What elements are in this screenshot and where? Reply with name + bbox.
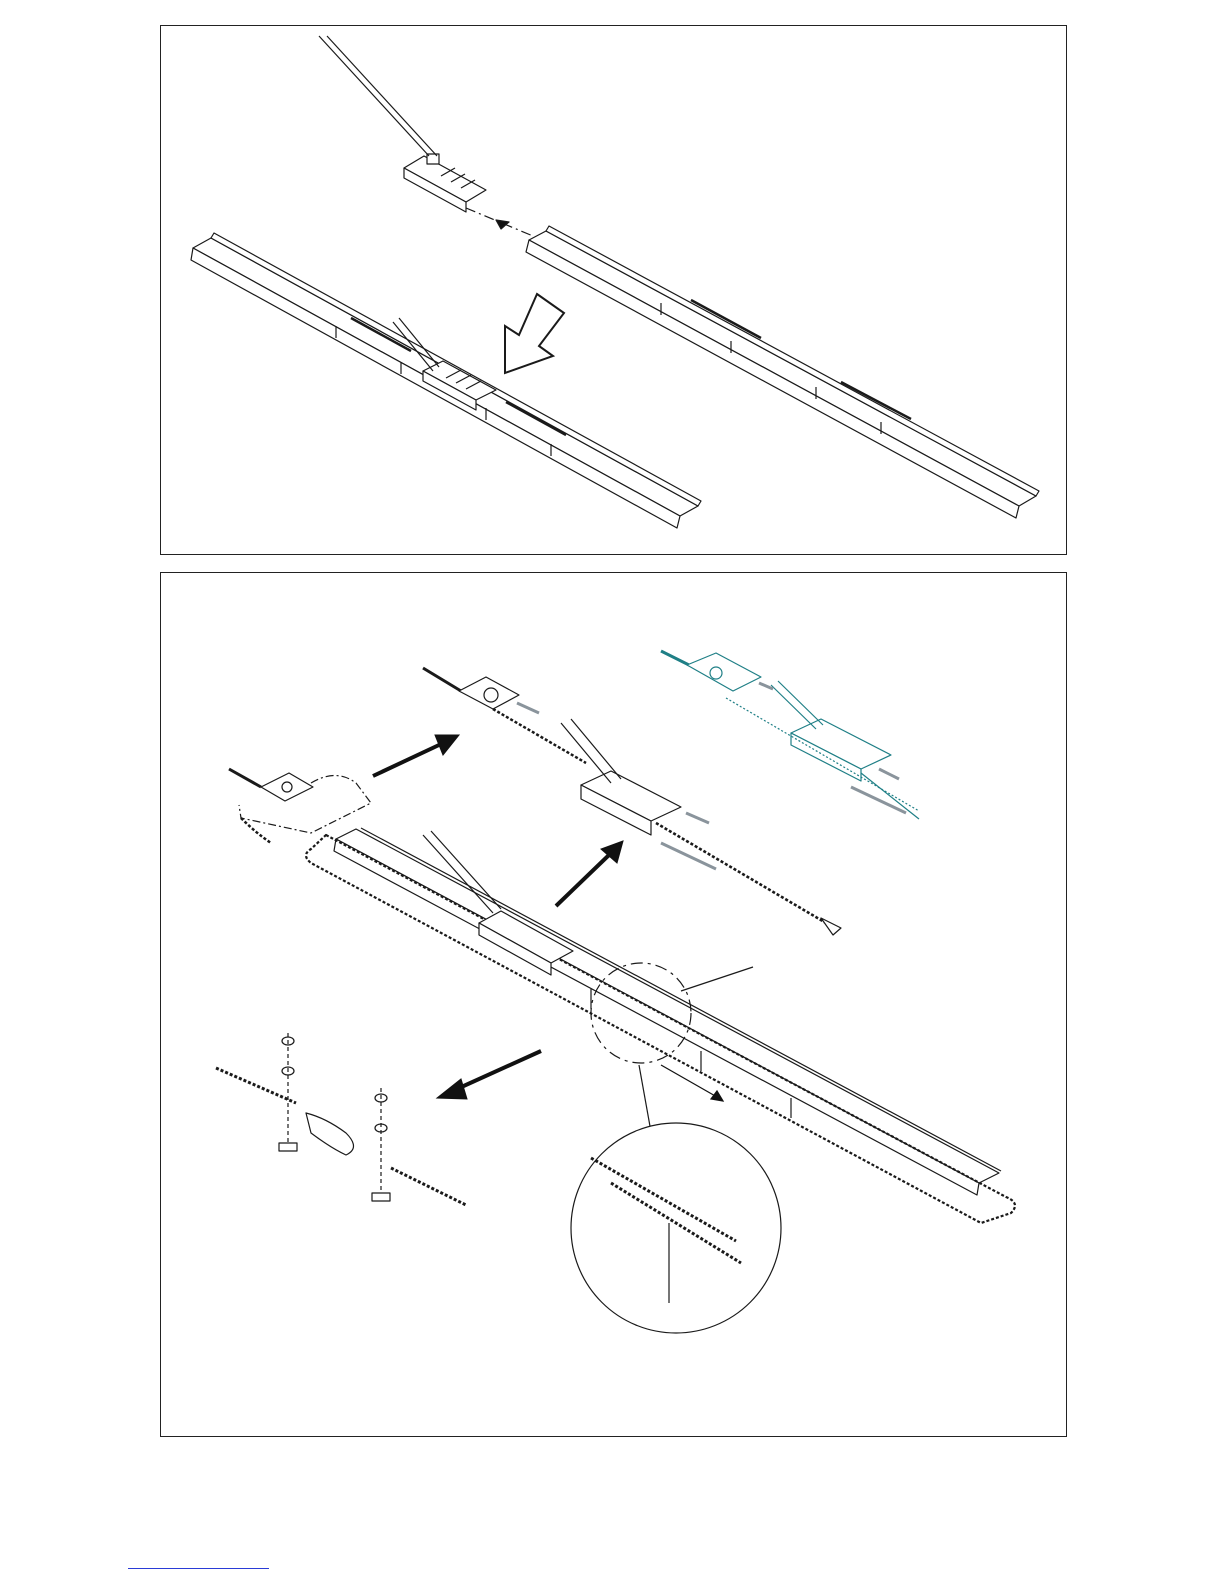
footer-link[interactable] (128, 1568, 269, 1569)
hollow-down-arrow-icon (505, 294, 564, 373)
chain-connector-exploded (216, 1033, 466, 1205)
panel-rail-assembly (160, 25, 1067, 555)
panel-chain-installation (160, 572, 1067, 1437)
carriage-detached (319, 36, 486, 212)
carriage-upper (561, 719, 841, 935)
rail-assembly-illustration (161, 26, 1068, 556)
belt-variant (661, 651, 919, 819)
detail-magnifier-circle (571, 1123, 781, 1333)
chain-installation-illustration (161, 573, 1068, 1438)
